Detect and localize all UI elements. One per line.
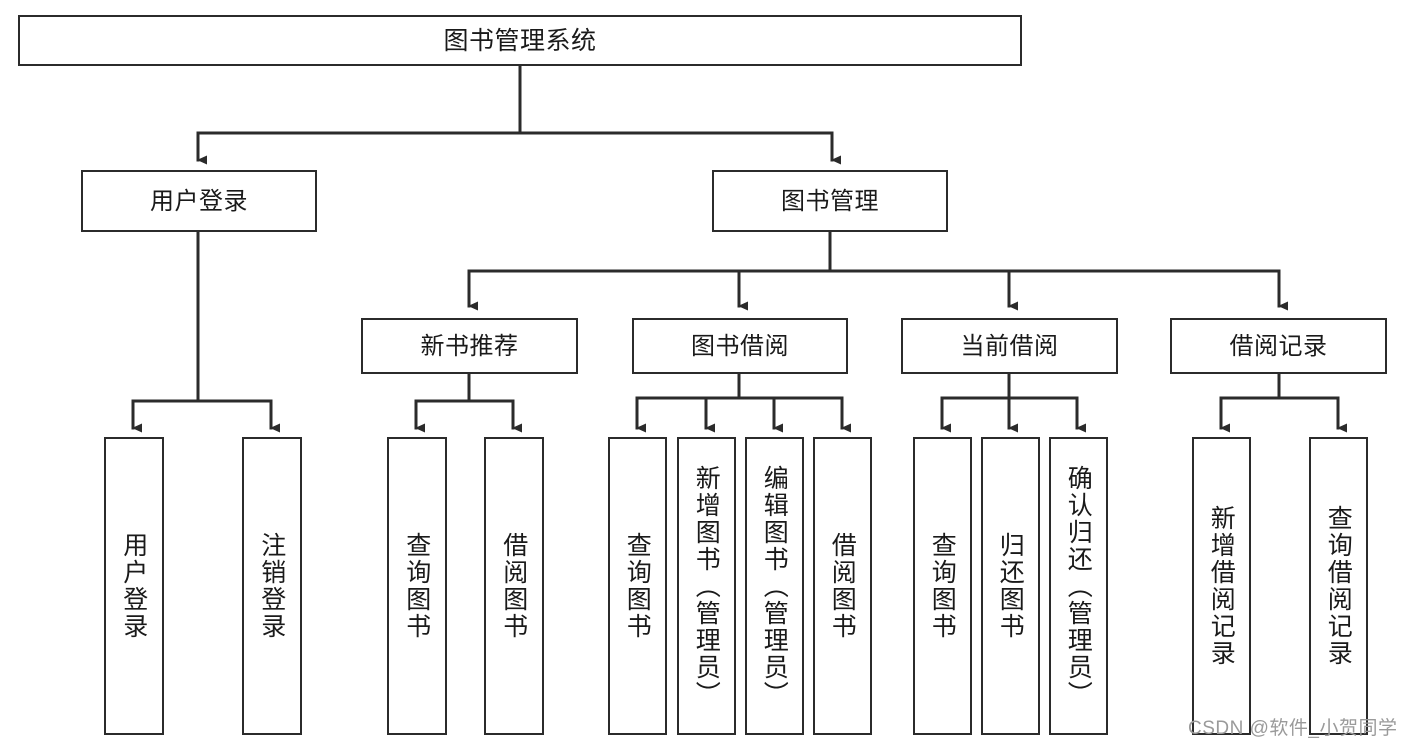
- node-leaf-query-book-borrow[interactable]: 查询图书: [608, 437, 667, 735]
- node-label: 图书管理系统: [443, 25, 597, 55]
- node-label: 查询图书: [623, 532, 653, 640]
- node-label: 借阅图书: [828, 532, 858, 640]
- node-label: 用户登录: [119, 532, 149, 640]
- node-leaf-add-book-admin[interactable]: 新增图书（管理员）: [677, 437, 736, 735]
- node-leaf-user-login[interactable]: 用户登录: [104, 437, 164, 735]
- node-leaf-query-book-newbook[interactable]: 查询图书: [387, 437, 447, 735]
- node-label: 确认归还（管理员）: [1064, 464, 1094, 708]
- node-current-borrow[interactable]: 当前借阅: [901, 318, 1118, 374]
- node-label: 图书管理: [781, 186, 879, 215]
- node-label: 编辑图书（管理员）: [760, 464, 790, 708]
- node-label: 借阅记录: [1229, 331, 1328, 360]
- node-label: 借阅图书: [499, 532, 529, 640]
- node-leaf-query-book-current[interactable]: 查询图书: [913, 437, 972, 735]
- node-label: 查询图书: [402, 532, 432, 640]
- node-user-login[interactable]: 用户登录: [81, 170, 317, 232]
- node-label: 归还图书: [996, 532, 1026, 640]
- node-label: 新增借阅记录: [1207, 505, 1237, 667]
- node-leaf-add-borrow-record[interactable]: 新增借阅记录: [1192, 437, 1251, 735]
- node-leaf-confirm-return-admin[interactable]: 确认归还（管理员）: [1049, 437, 1108, 735]
- node-label: 新增图书（管理员）: [692, 464, 722, 708]
- node-leaf-return-book[interactable]: 归还图书: [981, 437, 1040, 735]
- csdn-watermark: CSDN @软件_小贺同学: [1188, 718, 1398, 739]
- node-label: 当前借阅: [960, 331, 1059, 360]
- node-label: 注销登录: [257, 532, 287, 640]
- node-label: 图书借阅: [691, 331, 789, 360]
- node-leaf-logout-login[interactable]: 注销登录: [242, 437, 302, 735]
- node-leaf-edit-book-admin[interactable]: 编辑图书（管理员）: [745, 437, 804, 735]
- node-label: 用户登录: [150, 186, 248, 215]
- node-new-book-recommend[interactable]: 新书推荐: [361, 318, 578, 374]
- node-leaf-query-borrow-record[interactable]: 查询借阅记录: [1309, 437, 1368, 735]
- node-book-borrow[interactable]: 图书借阅: [632, 318, 848, 374]
- node-root-system[interactable]: 图书管理系统: [18, 15, 1022, 66]
- node-leaf-borrow-book-borrow[interactable]: 借阅图书: [813, 437, 872, 735]
- node-label: 查询借阅记录: [1324, 505, 1354, 667]
- node-borrow-records[interactable]: 借阅记录: [1170, 318, 1387, 374]
- node-label: 新书推荐: [420, 331, 519, 360]
- node-leaf-borrow-book-newbook[interactable]: 借阅图书: [484, 437, 544, 735]
- node-label: 查询图书: [928, 532, 958, 640]
- node-book-management[interactable]: 图书管理: [712, 170, 948, 232]
